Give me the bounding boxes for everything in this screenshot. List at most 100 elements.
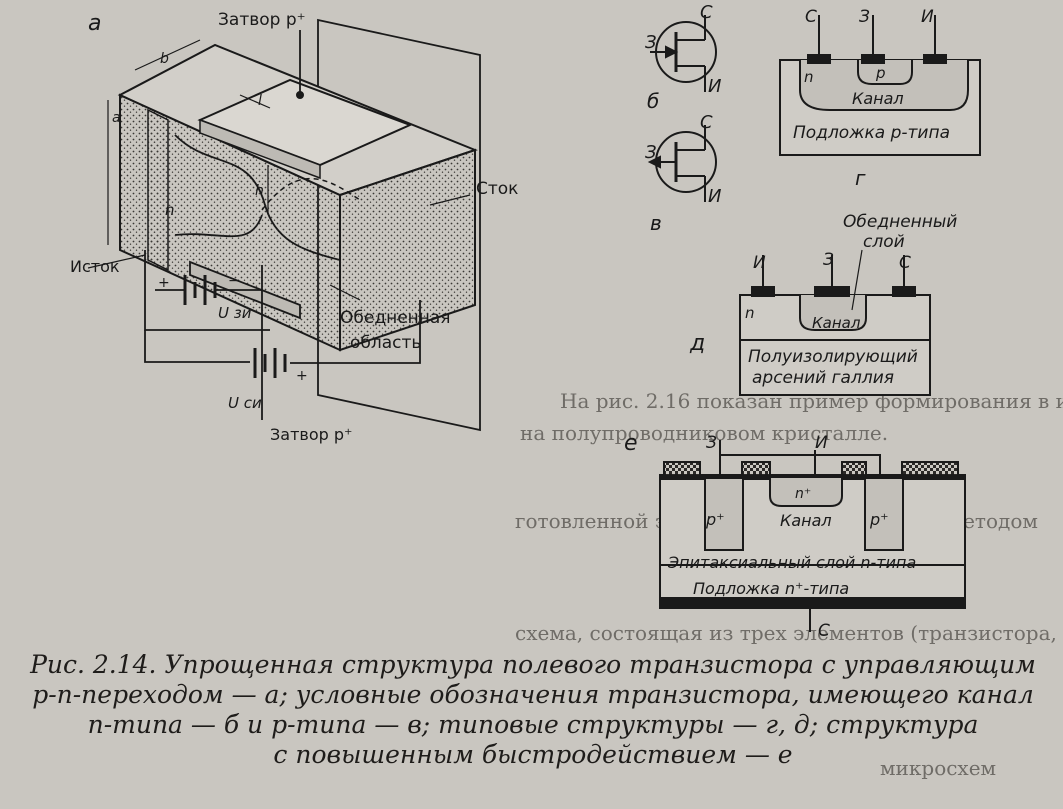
label-source: И (708, 186, 721, 207)
label-depleted-line2: слой (863, 232, 905, 252)
label-n-region: n (804, 68, 814, 86)
label-plus: + (158, 275, 170, 291)
label-source: И (753, 253, 766, 273)
arrow-in-icon (665, 45, 679, 59)
label-gate: З (706, 433, 717, 453)
label-ugs: U зи (218, 304, 252, 322)
panel-e-letter: е (624, 431, 638, 456)
label-n-region: n (165, 201, 175, 219)
label-depleted-line1: Обедненный (843, 212, 957, 232)
label-drain: С (805, 7, 817, 27)
panel-e-labels: е З И n⁺ Канал p⁺ p⁺ Эпитаксиальный слой… (624, 431, 916, 641)
gate-contact (814, 286, 850, 297)
label-gate-bottom: Затвор p⁺ (270, 425, 352, 444)
oxide-block (901, 461, 959, 477)
label-source: И (815, 433, 828, 453)
leader-depleted (851, 249, 863, 311)
source-contact (923, 54, 947, 64)
label-source: И (708, 76, 721, 97)
leader-drain (429, 194, 471, 206)
panel-g-structure (779, 15, 981, 156)
label-p-region: p (875, 64, 886, 82)
label-channel: Канал (780, 511, 832, 530)
caption-line: p-n-переходом — а; условные обозначения … (32, 680, 1034, 709)
label-p-plus-right: p⁺ (869, 510, 889, 529)
label-substrate-line2: арсений галлия (752, 368, 894, 388)
block-right-face (339, 148, 476, 352)
source-contact-strip (147, 108, 169, 272)
dim-line (239, 94, 271, 109)
label-minus: − (228, 273, 240, 289)
label-n-plus: n⁺ (795, 486, 811, 502)
caption-line: Рис. 2.14. Упрощенная структура полевого… (30, 650, 1036, 679)
panel-g-letter: г (855, 166, 866, 190)
label-gate: З (645, 32, 657, 53)
label-substrate: Подложка p-типа (793, 123, 950, 143)
drain-circuit-wire (144, 330, 250, 363)
gate-bracket (719, 454, 881, 478)
panel-b-letter: б (647, 89, 659, 113)
label-gate: З (823, 250, 834, 270)
panel-b-symbol-n-channel (650, 15, 717, 92)
panel-a-labels: Затвор p⁺ Сток Исток Обедненная область … (70, 10, 518, 444)
panel-g-labels: С З И n p Канал Подложка p-типа г (793, 7, 950, 190)
oxide-block (741, 461, 771, 477)
drain-contact (807, 54, 831, 64)
panel-a-3d-structure: а (87, 11, 481, 432)
label-dim-a: a (112, 110, 121, 126)
label-dim-h: h (255, 183, 264, 199)
channel-n-plus (769, 478, 843, 507)
caption-line: n-типа — б и p-типа — в; типовые структу… (87, 710, 979, 739)
label-dim-b: b (160, 51, 169, 67)
panel-e-structure (659, 440, 966, 632)
p-plus-well-left (704, 477, 744, 551)
bottom-metal (659, 597, 966, 609)
label-drain: Сток (476, 179, 518, 199)
dim-line (134, 39, 201, 71)
caption-line: с повышенным быстродействием — е (273, 740, 793, 769)
bg-text-line: схема, состоящая из трех элементов (тран… (515, 621, 1063, 645)
panel-d-letter: д (689, 331, 705, 356)
label-plus: + (296, 368, 308, 384)
leader-depletion (329, 284, 361, 301)
p-plus-well-right (864, 477, 904, 551)
drain-circuit-wire (290, 300, 421, 364)
p-region (857, 60, 913, 85)
label-p-plus-left: p⁺ (705, 510, 725, 529)
oxide-block (841, 461, 867, 477)
panel-v-labels: С З И в (645, 112, 721, 235)
label-depletion-line2: область (350, 333, 421, 353)
label-gate-top: Затвор p⁺ (218, 10, 306, 30)
label-drain: С (700, 2, 713, 23)
panel-v-letter: в (650, 211, 662, 235)
top-gate-pad-edge (199, 118, 321, 180)
label-source: И (921, 7, 934, 27)
label-drain: С (700, 112, 713, 133)
bg-text-line: на полупроводниковом кристалле. (520, 421, 888, 445)
oxide-block (663, 461, 701, 477)
panel-d-labels: Обедненный слой И З С n Канал Полуизолир… (689, 212, 957, 388)
source-contact (751, 286, 775, 297)
label-substrate: Подложка n⁺-типа (693, 579, 849, 598)
gate-contact (861, 54, 885, 64)
label-drain: С (899, 253, 911, 273)
figure-caption: Рис. 2.14. Упрощенная структура полевого… (8, 650, 1058, 770)
leader-source (87, 254, 146, 269)
channel-region (799, 295, 867, 331)
label-substrate-line1: Полуизолирующий (748, 347, 918, 367)
panel-a-letter: а (88, 11, 101, 36)
label-epi-layer: Эпитаксиальный слой n-типа (667, 553, 916, 572)
label-drain: С (818, 621, 830, 641)
label-channel: Канал (852, 89, 904, 108)
panel-b-labels: С З И б (645, 2, 721, 113)
label-dim-l: l (258, 93, 262, 109)
label-source: Исток (70, 257, 120, 276)
label-channel: Канал (812, 314, 861, 332)
panel-d-structure (739, 249, 931, 396)
label-gate: З (645, 142, 657, 163)
panel-v-symbol-p-channel (647, 125, 717, 202)
label-uds: U си (228, 394, 262, 412)
hidden-edge (261, 178, 361, 211)
label-gate: З (859, 7, 870, 27)
